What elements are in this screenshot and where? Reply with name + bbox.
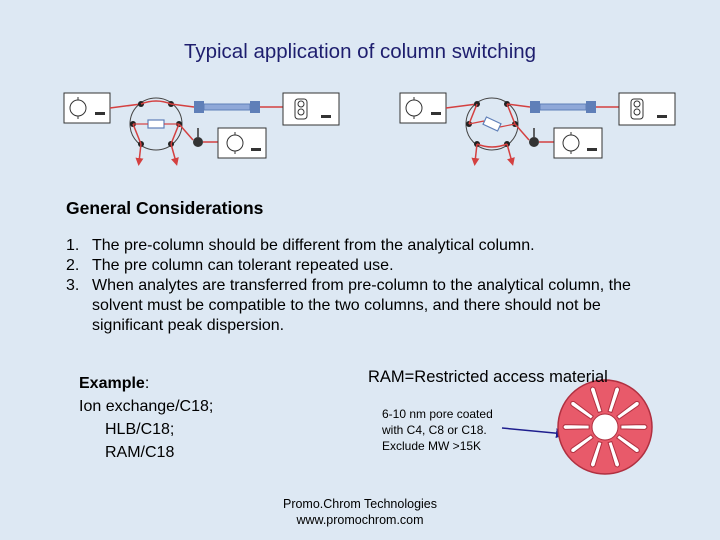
example-label: Example — [79, 375, 145, 392]
detector-icon — [618, 92, 676, 126]
list-item: 1. The pre-column should be different fr… — [66, 236, 666, 256]
pore-channel — [570, 401, 594, 420]
example-line: Ion exchange/C18; — [79, 398, 214, 415]
list-item: 3. When analytes are transferred from pr… — [66, 276, 666, 336]
six-port-valve-icon — [129, 97, 183, 151]
ram-description-line: 6-10 nm pore coated — [382, 407, 493, 421]
six-port-valve-icon — [465, 97, 519, 151]
pore-channel — [562, 424, 590, 430]
second-pump-icon — [217, 127, 267, 159]
pointer-arrow — [501, 427, 566, 439]
analytical-column-icon — [194, 101, 260, 113]
example-colon: : — [144, 375, 150, 392]
pore-channel — [607, 386, 621, 414]
example-line: RAM/C18 — [105, 444, 175, 461]
ram-description-line: Exclude MW >15K — [382, 439, 482, 453]
list-item: 2. The pre column can tolerant repeated … — [66, 256, 666, 276]
list-text: The pre-column should be different from … — [92, 237, 535, 254]
second-pump-icon — [553, 127, 603, 159]
footer-website[interactable]: www.promochrom.com — [296, 513, 424, 527]
footer: Promo.Chrom Technologies www.promochrom.… — [0, 496, 720, 528]
pore-channel — [616, 434, 640, 453]
list-number: 2. — [66, 257, 80, 274]
pore-channel — [616, 401, 640, 420]
ram-description-line: with C4, C8 or C18. — [382, 423, 487, 437]
schematic-left — [63, 92, 340, 166]
pore-channel — [589, 440, 603, 468]
list-text: The pre column can tolerant repeated use… — [92, 257, 394, 274]
list-number: 3. — [66, 277, 80, 294]
injector-icon — [529, 128, 539, 147]
example-line: HLB/C18; — [105, 421, 175, 438]
pump-icon — [63, 92, 111, 124]
ram-particle-icon — [501, 379, 653, 475]
pore-channel — [607, 440, 621, 468]
pre-column-icon — [482, 116, 502, 132]
pore-channel — [620, 424, 648, 430]
list-number: 1. — [66, 237, 80, 254]
pore-channel — [589, 386, 603, 414]
list-text: When analytes are transferred from pre-c… — [92, 277, 631, 334]
pore-channel — [570, 434, 594, 453]
example-title: Example: — [79, 372, 213, 395]
ram-definition: RAM=Restricted access material — [368, 368, 608, 386]
analytical-column-icon — [530, 101, 596, 113]
schematic-right — [399, 92, 676, 166]
footer-company: Promo.Chrom Technologies — [282, 497, 437, 511]
pump-icon — [399, 92, 447, 124]
pre-column-icon — [147, 119, 165, 129]
example-block: Example: Ion exchange/C18; HLB/C18; RAM/… — [79, 372, 213, 464]
ram-description: 6-10 nm pore coated with C4, C8 or C18. … — [382, 406, 493, 454]
detector-icon — [282, 92, 340, 126]
slide-title: Typical application of column switching — [183, 40, 537, 63]
considerations-list: 1. The pre-column should be different fr… — [66, 236, 666, 336]
injector-icon — [193, 128, 203, 147]
tubing-line — [109, 103, 142, 109]
waste-arrow — [135, 143, 144, 166]
section-heading: General Considerations — [66, 198, 264, 218]
